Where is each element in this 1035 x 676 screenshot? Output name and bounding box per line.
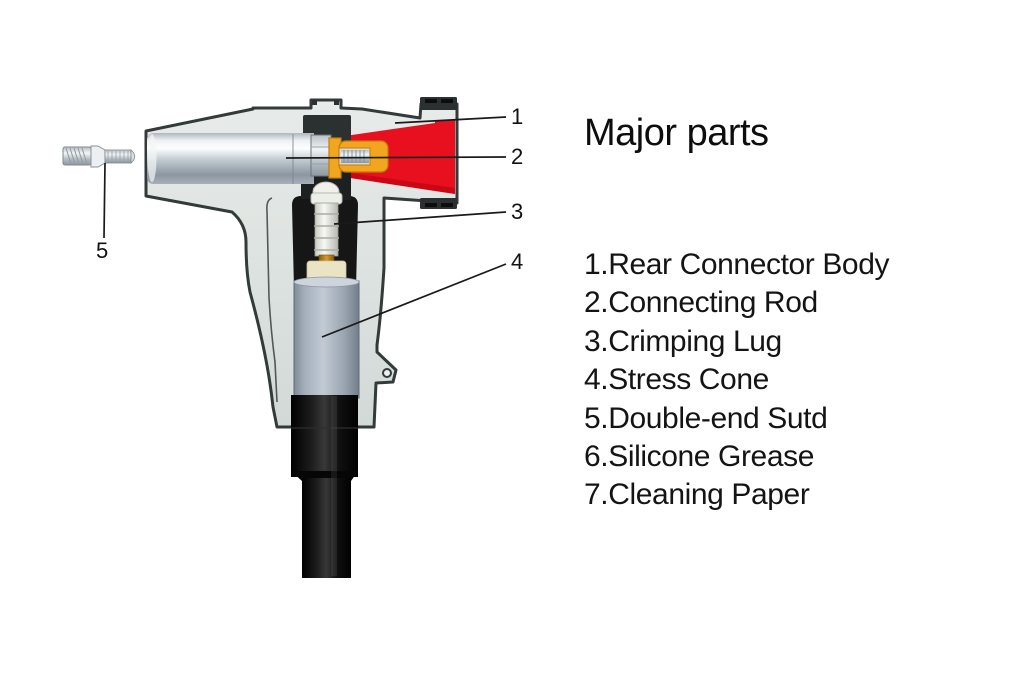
page-title: Major parts (584, 112, 769, 154)
crimp-rings (314, 213, 339, 251)
bell-inner-groove (266, 197, 278, 403)
nub-notch-left (312, 100, 317, 105)
cable-jacket-upper (291, 395, 358, 477)
cone-body (293, 280, 360, 399)
crimping-lug (306, 181, 347, 283)
parts-list: 1.Rear Connector Body 2.Connecting Rod 3… (584, 246, 890, 515)
parts-list-item: 1.Rear Connector Body (584, 248, 890, 281)
stud-thread-left-hatch (65, 147, 88, 165)
cable-jacket-lower (302, 478, 351, 578)
leader-line-3 (333, 211, 507, 225)
hex-nut (310, 134, 332, 177)
cable (291, 395, 358, 578)
lug-body (314, 202, 339, 257)
leader-lines (103, 116, 507, 338)
double-end-stud (62, 145, 136, 168)
rod-end-highlight (147, 134, 157, 182)
cone-top-face (293, 276, 360, 288)
nub-notch-right (334, 100, 339, 105)
parts-list-item: 5.Double-end Sutd (584, 401, 828, 435)
callout-3: 3 (511, 199, 524, 224)
parts-list-item: 7.Cleaning Paper (584, 478, 810, 512)
threaded-tip (341, 150, 369, 163)
cap-slit (441, 203, 453, 207)
connecting-rod (147, 133, 314, 184)
cable-highlight (331, 396, 337, 576)
parts-list-item: 6.Silicone Grease (584, 440, 814, 474)
cap-slit (441, 99, 453, 103)
rod-cylinder (147, 133, 314, 184)
callout-1: 1 (511, 104, 524, 129)
leader-line-1 (394, 116, 507, 124)
stud-collar (90, 145, 106, 168)
parts-list-item: 4.Stress Cone (584, 363, 769, 397)
callout-2: 2 (511, 144, 524, 169)
callout-5: 5 (96, 238, 109, 263)
parts-list-item: 2.Connecting Rod (584, 286, 818, 320)
leader-line-5 (103, 162, 106, 239)
mounting-tab-hole (382, 368, 392, 378)
callout-4: 4 (511, 249, 524, 274)
connector-diagram (62, 97, 507, 578)
leader-line-4 (321, 263, 507, 338)
thread-lines (343, 150, 365, 163)
cap-slit (425, 99, 437, 103)
stress-cone (293, 276, 360, 399)
red-cone-shade (331, 170, 455, 194)
cap-slit (425, 203, 437, 207)
stud-thread-right-hatch (107, 151, 129, 162)
leader-line-2 (285, 156, 507, 159)
stud-thread-right (104, 149, 132, 164)
parts-list-item: 3.Crimping Lug (584, 324, 782, 358)
interface-cap-top (420, 97, 457, 110)
stud-tip (130, 149, 136, 164)
lug-cap (310, 192, 343, 205)
